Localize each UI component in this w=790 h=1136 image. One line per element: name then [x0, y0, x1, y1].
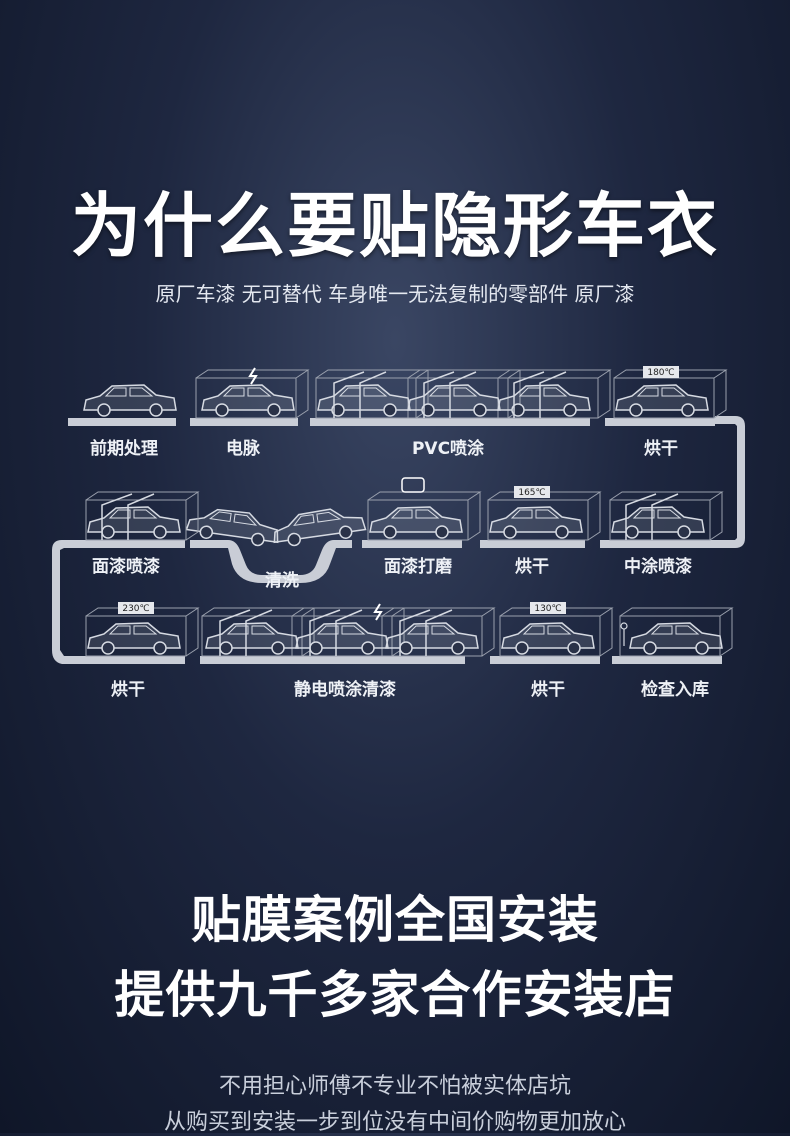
temperature-badge — [514, 486, 550, 498]
stage-dry-3: 230℃ 烘干 — [85, 602, 199, 700]
headline-nationwide: 贴膜案例全国安装 — [191, 891, 599, 949]
page-title: 为什么要贴隐形车衣 — [71, 185, 719, 267]
stage-label: 烘干 — [644, 438, 678, 459]
stage-label: 面漆喷漆 — [92, 556, 160, 577]
temperature-badge — [118, 602, 154, 614]
stage-electrophoresis: 电脉 — [195, 367, 309, 459]
stage-dry-1: 180℃ 烘干 — [613, 366, 727, 459]
stage-label: 烘干 — [531, 679, 565, 700]
stage-label: 烘干 — [515, 556, 549, 577]
stage-label: 清洗 — [265, 570, 299, 591]
stage-electrostatic: 静电喷涂清漆 — [201, 603, 495, 700]
note-line-1: 不用担心师傅不专业不怕被实体店坑 — [218, 1074, 571, 1099]
lightning-icon — [248, 367, 258, 385]
stage-topcoat: 面漆喷漆 — [85, 491, 199, 577]
stage-label: PVC喷涂 — [412, 438, 485, 459]
page-subtitle: 原厂车漆 无可替代 车身唯一无法复制的零部件 原厂漆 — [155, 282, 635, 306]
svg-text:130℃: 130℃ — [534, 604, 561, 614]
sander-icon — [401, 477, 425, 493]
conveyor-tracks — [52, 416, 745, 664]
lightning-icon — [373, 603, 383, 621]
stage-pretreatment: 前期处理 — [83, 384, 177, 459]
headline-partner-stores: 提供九千多家合作安装店 — [114, 966, 676, 1024]
stage-label: 检查入库 — [641, 679, 709, 700]
inspector-icon — [620, 622, 628, 630]
stage-dry-4: 130℃ 烘干 — [499, 602, 613, 700]
paint-process-diagram: 前期处理 电脉 PVC喷涂 180℃ 烘干 中涂喷漆 165℃ 烘 — [52, 366, 745, 700]
svg-text:165℃: 165℃ — [518, 488, 545, 498]
stage-label: 面漆打磨 — [384, 556, 453, 577]
stage-inspection: 检查入库 — [619, 607, 733, 700]
stage-dry-2: 165℃ 烘干 — [487, 486, 601, 577]
temperature-badge — [530, 602, 566, 614]
stage-label: 烘干 — [111, 679, 145, 700]
note-line-2: 从购买到安装一步到位没有中间价购物更加放心 — [163, 1110, 626, 1135]
stage-cleaning: 清洗 — [184, 503, 368, 591]
stage-pvc: PVC喷涂 — [315, 369, 611, 459]
stage-label: 静电喷涂清漆 — [294, 679, 396, 700]
stage-middle-coat: 中涂喷漆 — [609, 491, 723, 577]
stage-sanding: 面漆打磨 — [367, 477, 481, 577]
stage-label: 中涂喷漆 — [624, 556, 692, 577]
temperature-badge — [643, 366, 679, 378]
svg-text:180℃: 180℃ — [647, 368, 674, 378]
stage-label: 前期处理 — [90, 438, 158, 459]
stage-label: 电脉 — [226, 438, 261, 459]
svg-text:230℃: 230℃ — [122, 604, 149, 614]
